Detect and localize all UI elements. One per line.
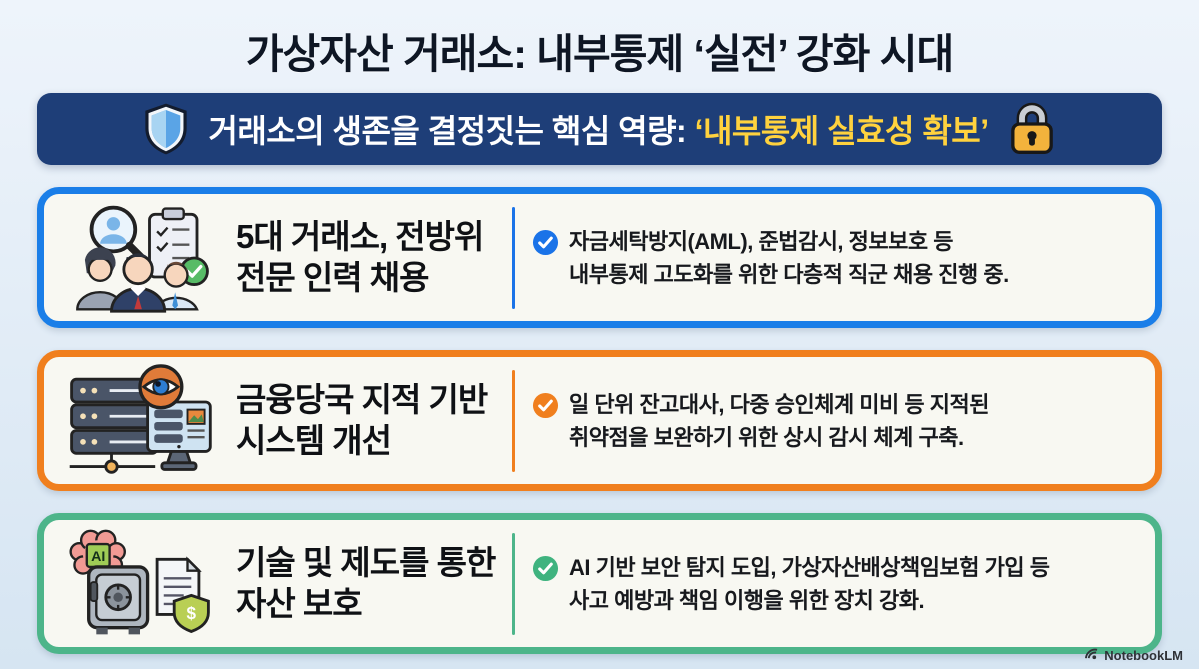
check-circle-icon (532, 229, 559, 256)
check-circle-icon (532, 392, 559, 419)
banner-text-prefix: 거래소의 생존을 결정짓는 핵심 역량: (208, 113, 695, 149)
description-line: 취약점을 보완하기 위한 상시 감시 체계 구축. (569, 424, 964, 450)
asset-protection-icon: AI (44, 526, 236, 642)
heading-line: 자산 보호 (236, 584, 363, 622)
description-line: 사고 예방과 책임 이행을 위한 장치 강화. (569, 587, 925, 613)
banner-text: 거래소의 생존을 결정짓는 핵심 역량: ‘내부통제 실효성 확보’ (208, 106, 990, 152)
card-system-improvement: 금융당국 지적 기반 시스템 개선 일 단위 잔고대사, 다중 승인체계 미비 … (37, 350, 1162, 491)
card-description: AI 기반 보안 탐지 도입, 가상자산배상책임보험 가입 등 사고 예방과 책… (569, 551, 1050, 617)
card-heading-protection: 기술 및 제도를 통한 자산 보호 (236, 543, 512, 624)
system-monitoring-icon (44, 363, 236, 479)
card-divider (512, 369, 515, 472)
card-heading-system: 금융당국 지적 기반 시스템 개선 (236, 380, 512, 461)
heading-line: 기술 및 제도를 통한 (236, 544, 496, 582)
heading-line: 5대 거래소, 전방위 (236, 218, 484, 256)
card-body-system: 일 단위 잔고대사, 다중 승인체계 미비 등 지적된 취약점을 보완하기 위한… (515, 388, 1155, 454)
card-asset-protection: AI (37, 513, 1162, 654)
lock-icon (1007, 102, 1057, 156)
banner-text-highlight: ‘내부통제 실효성 확보’ (694, 113, 990, 149)
description-line: 자금세탁방지(AML), 준법감시, 정보보호 등 (569, 228, 953, 254)
key-message-banner: 거래소의 생존을 결정짓는 핵심 역량: ‘내부통제 실효성 확보’ (37, 93, 1162, 165)
card-divider (512, 206, 515, 309)
heading-line: 금융당국 지적 기반 (236, 381, 488, 419)
card-body-talent: 자금세탁방지(AML), 준법감시, 정보보호 등 내부통제 고도화를 위한 다… (515, 225, 1155, 291)
check-circle-icon (532, 555, 559, 582)
card-heading-talent: 5대 거래소, 전방위 전문 인력 채용 (236, 217, 512, 298)
card-talent-recruitment: 5대 거래소, 전방위 전문 인력 채용 자금세탁방지(AML), 준법감시, … (37, 187, 1162, 328)
card-body-protection: AI 기반 보안 탐지 도입, 가상자산배상책임보험 가입 등 사고 예방과 책… (515, 551, 1155, 617)
talent-recruitment-icon (44, 200, 236, 316)
watermark: NotebookLM (1084, 647, 1183, 663)
notebooklm-logo-icon (1084, 647, 1099, 663)
description-line: 일 단위 잔고대사, 다중 승인체계 미비 등 지적된 (569, 391, 989, 417)
heading-line: 시스템 개선 (236, 421, 392, 459)
notebooklm-brand: NotebookLM (1104, 647, 1183, 663)
heading-line: 전문 인력 채용 (236, 258, 430, 296)
card-description: 일 단위 잔고대사, 다중 승인체계 미비 등 지적된 취약점을 보완하기 위한… (569, 388, 989, 454)
description-line: 내부통제 고도화를 위한 다층적 직군 채용 진행 중. (569, 261, 1009, 287)
card-divider (512, 532, 515, 635)
shield-icon (142, 102, 190, 156)
card-description: 자금세탁방지(AML), 준법감시, 정보보호 등 내부통제 고도화를 위한 다… (569, 225, 1009, 291)
description-line: AI 기반 보안 탐지 도입, 가상자산배상책임보험 가입 등 (569, 554, 1050, 580)
svg-text:$: $ (187, 604, 197, 623)
svg-text:AI: AI (91, 549, 105, 565)
page-title: 가상자산 거래소: 내부통제 ‘실전’ 강화 시대 (245, 31, 954, 77)
